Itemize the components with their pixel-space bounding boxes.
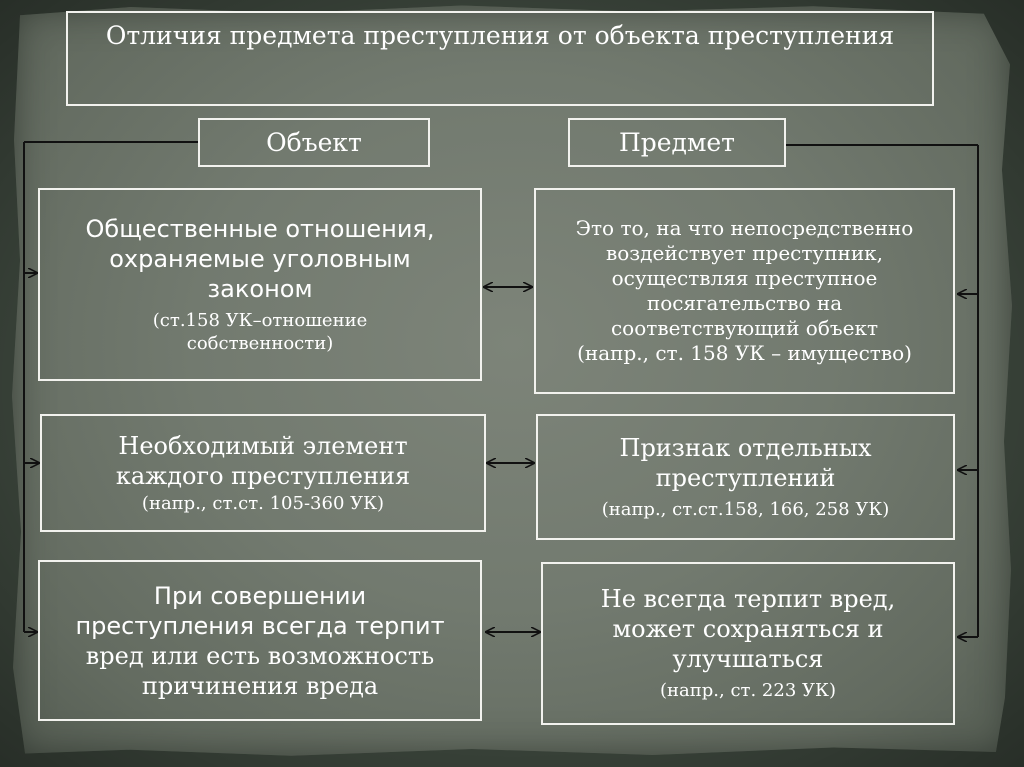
object-1-line-1: Общественные отношения, xyxy=(85,215,435,243)
subject-2-note-1: (напр., ст.ст.158, 166, 258 УК) xyxy=(601,498,890,520)
object-3-line-2: преступления всегда терпит xyxy=(75,611,445,640)
object-box-2: Необходимый элемент каждого преступления… xyxy=(40,414,486,532)
subject-2-line-1: Признак отдельных xyxy=(619,433,872,462)
object-box-1: Общественные отношения, охраняемые уголо… xyxy=(38,188,482,381)
object-1-note-2: собственности) xyxy=(186,332,334,354)
subject-1-line-1: Это то, на что непосредственно xyxy=(575,216,914,240)
object-1-note-1: (ст.158 УК–отношение xyxy=(152,310,368,331)
subject-header: Предмет xyxy=(568,118,786,167)
subject-3-note-1: (напр., ст. 223 УК) xyxy=(660,680,836,702)
subject-3-line-2: может сохраняться и xyxy=(612,615,884,644)
object-header: Объект xyxy=(198,118,430,167)
subject-1-line-3: осуществляя преступное xyxy=(611,266,878,290)
subject-2-line-2: преступлений xyxy=(655,463,836,492)
subject-1-line-4: посягательство на xyxy=(646,291,843,315)
subject-header-label: Предмет xyxy=(618,128,736,157)
page-title: Отличия предмета преступления от объекта… xyxy=(105,21,895,50)
object-2-line-1: Необходимый элемент xyxy=(118,431,408,460)
object-1-line-3: законом xyxy=(207,275,313,303)
object-box-3: При совершении преступления всегда терпи… xyxy=(38,560,482,721)
subject-1-line-5: соответствующий объект xyxy=(610,316,879,340)
subject-1-line-2: воздействует преступник, xyxy=(605,241,884,265)
object-3-line-4: причинения вреда xyxy=(141,671,379,700)
subject-box-3: Не всегда терпит вред, может сохраняться… xyxy=(541,562,955,725)
subject-box-2: Признак отдельных преступлений (напр., с… xyxy=(536,414,955,540)
subject-3-line-1: Не всегда терпит вред, xyxy=(600,585,896,614)
object-1-line-2: охраняемые уголовным xyxy=(109,245,411,273)
object-2-note-1: (напр., ст.ст. 105-360 УК) xyxy=(141,492,385,514)
subject-box-1: Это то, на что непосредственно воздейств… xyxy=(534,188,955,394)
title-box: Отличия предмета преступления от объекта… xyxy=(66,11,934,106)
subject-1-line-6: (напр., ст. 158 УК – имущество) xyxy=(577,341,912,365)
subject-3-line-3: улучшаться xyxy=(672,645,824,674)
object-3-line-3: вред или есть возможность xyxy=(85,641,435,670)
object-2-line-2: каждого преступления xyxy=(115,461,411,490)
object-header-label: Объект xyxy=(266,128,362,157)
object-3-line-1: При совершении xyxy=(153,581,367,610)
